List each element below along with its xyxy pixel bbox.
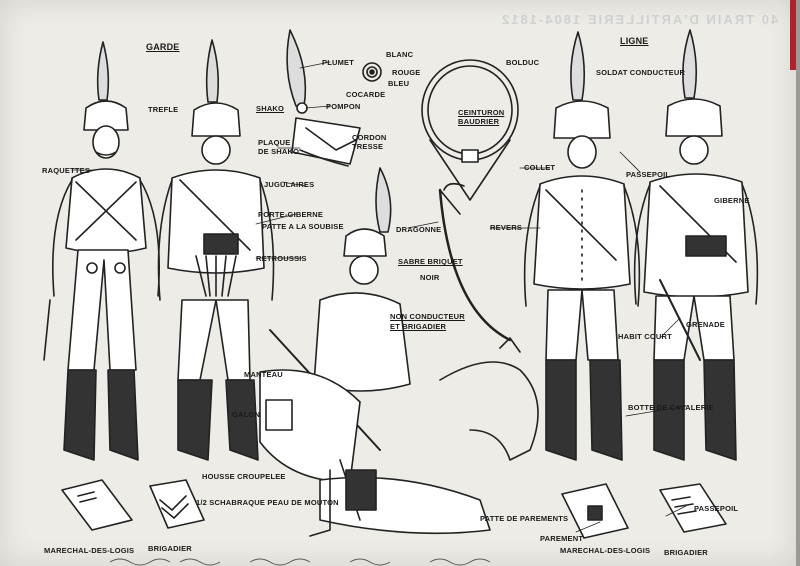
mounted-soldier [259, 167, 539, 537]
label-giberne: GIBERNE [714, 196, 750, 205]
label-cordon-tresse: CORDON TRESSE [352, 133, 387, 151]
label-blanc: BLANC [386, 50, 414, 59]
label-plumet: PLUMET [322, 58, 355, 67]
label-marechal-right: MARECHAL-DES-LOGIS [560, 546, 651, 555]
label-housse-croupelee: HOUSSE CROUPELEE [202, 472, 286, 481]
ligne-front-soldier [523, 31, 641, 461]
shako-detail [286, 29, 382, 167]
label-pompon: POMPON [326, 102, 361, 111]
rank-sleeves [61, 479, 727, 539]
label-passepoil-top: PASSEPOIL [626, 170, 671, 179]
label-passepoil-bottom: PASSEPOIL [694, 504, 739, 513]
label-marechal-left: MARECHAL-DES-LOGIS [44, 546, 135, 555]
label-dragonne: DRAGONNE [396, 225, 442, 234]
label-retroussis: RETROUSSIS [256, 254, 307, 263]
label-cocarde: COCARDE [346, 90, 386, 99]
header-garde: GARDE [146, 42, 180, 52]
label-plaque-de-shako: PLAQUE DE SHAKO [258, 138, 300, 156]
header-ligne: LIGNE [620, 36, 649, 46]
handwritten-scribble [110, 558, 491, 566]
label-schabraque: 1/2 SCHABRAQUE PEAU DE MOUTON [196, 498, 339, 507]
page-edge [790, 0, 796, 70]
garde-back-soldier [157, 39, 275, 461]
label-non-conducteur: NON CONDUCTEUR ET BRIGADIER [390, 312, 465, 331]
label-brigadier-right: BRIGADIER [664, 548, 708, 557]
label-botte-de-cavalerie: BOTTE DE CAVALERIE [628, 403, 714, 412]
label-raquettes: RAQUETTES [42, 166, 91, 175]
label-noir: NOIR [420, 273, 440, 282]
label-shako: SHAKO [256, 104, 285, 113]
label-bleu: BLEU [388, 79, 410, 88]
label-revers: REVERS [490, 223, 523, 232]
label-trefle: TREFLE [148, 105, 179, 114]
label-patte-de-parements: PATTE DE PAREMENTS [480, 514, 569, 523]
label-parement: PAREMENT [540, 534, 584, 543]
label-bolduc: BOLDUC [506, 58, 540, 67]
label-rouge: ROUGE [392, 68, 421, 77]
leader-lines [71, 61, 687, 533]
label-habit-court: HABIT COURT [618, 332, 672, 341]
label-grenade: GRENADE [686, 320, 725, 329]
label-sabre-briquet: SABRE BRIQUET [398, 257, 463, 266]
label-jugulaires: JUGULAIRES [264, 180, 315, 189]
ligne-back-soldier [633, 29, 759, 461]
label-brigadier-left: BRIGADIER [148, 544, 192, 553]
label-ceinturon-baudrier: CEINTURON BAUDRIER [458, 108, 505, 126]
label-manteau: MANTEAU [244, 370, 283, 379]
baudrier-detail [421, 59, 519, 342]
label-porte-giberne: PORTE-GIBERNE [258, 210, 324, 219]
label-soldat-conducteur: SOLDAT CONDUCTEUR [596, 68, 686, 77]
label-collet: COLLET [524, 163, 556, 172]
label-galon: GALON [232, 410, 261, 419]
garde-front-soldier [43, 41, 160, 461]
label-patte-a-la-soubise: PATTE A LA SOUBISE [262, 222, 344, 231]
